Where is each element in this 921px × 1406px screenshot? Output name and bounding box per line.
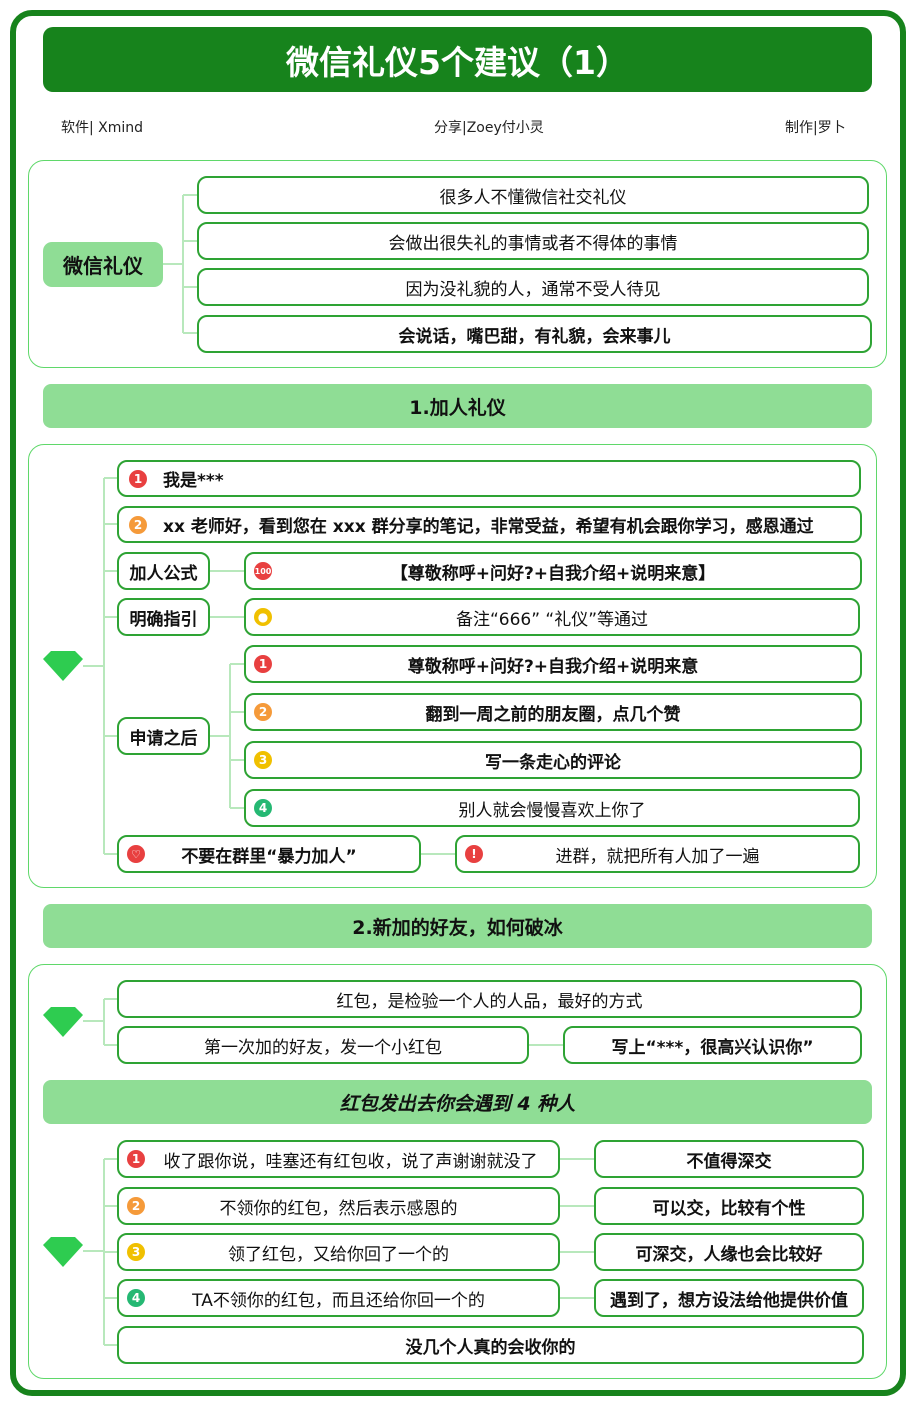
verdict: 不值得深交	[594, 1140, 864, 1178]
item-text: xx 老师好，看到您在 xxx 群分享的笔记，非常受益，希望有机会跟你学习，感恩…	[163, 517, 814, 537]
item-text: 翻到一周之前的朋友圈，点几个赞	[425, 704, 681, 725]
item-text: TA不领你的红包，而且还给你回一个的	[192, 1290, 485, 1311]
dont-node: ♡ 不要在群里“暴力加人”	[117, 835, 421, 873]
person-type: 2 不领你的红包，然后表示感恩的	[117, 1187, 560, 1225]
guide-label: 明确指引	[117, 598, 210, 636]
diamond-icon	[43, 1237, 83, 1267]
dont-detail-node: ! 进群，就把所有人加了一遍	[455, 835, 860, 873]
item-text: 写一条走心的评论	[485, 752, 621, 773]
outer-frame	[10, 10, 906, 1396]
section2-header: 2.新加的好友，如何破冰	[43, 904, 872, 948]
credit-software: 软件| Xmind	[61, 120, 144, 136]
intro-item: 很多人不懂微信社交礼仪	[197, 176, 869, 214]
item-text: 收了跟你说，哇塞还有红包收，说了声谢谢就没了	[163, 1151, 538, 1172]
after-label: 申请之后	[117, 717, 210, 755]
item-text: 【尊敬称呼+问好?+自我介绍+说明来意】	[390, 563, 716, 584]
section2-panel	[28, 964, 887, 1379]
number-3-icon: 3	[254, 751, 272, 769]
list-item: 第一次加的好友，发一个小红包	[117, 1026, 529, 1064]
person-type: 3 领了红包，又给你回了一个的	[117, 1233, 560, 1271]
lightbulb-icon: ●	[254, 608, 272, 626]
list-item: 1 我是***	[117, 460, 861, 497]
number-4-icon: 4	[127, 1289, 145, 1307]
number-1-icon: 1	[129, 469, 147, 488]
after-step: 2 翻到一周之前的朋友圈，点几个赞	[244, 693, 862, 731]
credit-share: 分享|Zoey付小灵	[434, 120, 544, 136]
after-step: 3 写一条走心的评论	[244, 741, 862, 779]
number-1-icon: 1	[254, 655, 272, 673]
item-text: 尊敬称呼+问好?+自我介绍+说明来意	[407, 656, 699, 677]
item-text: 备注“666” “礼仪”等通过	[455, 609, 649, 630]
intro-item: 因为没礼貌的人，通常不受人待见	[197, 268, 869, 306]
diamond-icon	[43, 651, 83, 681]
diamond-icon	[43, 1007, 83, 1037]
verdict: 可以交，比较有个性	[594, 1187, 864, 1225]
section1-panel	[28, 444, 877, 888]
number-2-icon: 2	[254, 703, 272, 721]
person-type: 4 TA不领你的红包，而且还给你回一个的	[117, 1279, 560, 1317]
item-text: 我是***	[163, 471, 224, 491]
verdict: 遇到了，想方设法给他提供价值	[594, 1279, 864, 1317]
heart-icon: ♡	[127, 845, 145, 863]
section3-header: 红包发出去你会遇到 4 种人	[43, 1080, 872, 1124]
number-1-icon: 1	[127, 1150, 145, 1168]
item-text: 不要在群里“暴力加人”	[181, 846, 357, 867]
number-3-icon: 3	[127, 1243, 145, 1261]
guide-node: ● 备注“666” “礼仪”等通过	[244, 598, 860, 636]
number-4-icon: 4	[254, 799, 272, 817]
item-text: 领了红包，又给你回了一个的	[228, 1244, 449, 1265]
item-text: 进群，就把所有人加了一遍	[555, 846, 760, 867]
exclamation-icon: !	[465, 845, 483, 863]
after-step: 4 别人就会慢慢喜欢上你了	[244, 789, 860, 827]
intro-item: 会做出很失礼的事情或者不得体的事情	[197, 222, 869, 260]
person-type: 1 收了跟你说，哇塞还有红包收，说了声谢谢就没了	[117, 1140, 560, 1178]
list-item-note: 写上“***，很高兴认识你”	[563, 1026, 862, 1064]
list-item: 红包，是检验一个人的人品，最好的方式	[117, 980, 862, 1018]
hundred-icon: 100	[254, 562, 272, 580]
verdict: 可深交，人缘也会比较好	[594, 1233, 864, 1271]
list-item: 2 xx 老师好，看到您在 xxx 群分享的笔记，非常受益，希望有机会跟你学习，感…	[117, 506, 862, 543]
number-2-icon: 2	[129, 515, 147, 534]
credit-author: 制作|罗卜	[785, 120, 846, 136]
intro-panel	[28, 160, 887, 368]
formula-label: 加人公式	[117, 552, 210, 590]
number-2-icon: 2	[127, 1197, 145, 1215]
summary-node: 没几个人真的会收你的	[117, 1326, 864, 1364]
intro-topic: 微信礼仪	[43, 242, 163, 287]
section1-header: 1.加人礼仪	[43, 384, 872, 428]
page-title: 微信礼仪5个建议（1）	[43, 27, 872, 92]
after-step: 1 尊敬称呼+问好?+自我介绍+说明来意	[244, 645, 862, 683]
intro-item: 会说话，嘴巴甜，有礼貌，会来事儿	[197, 315, 872, 353]
item-text: 别人就会慢慢喜欢上你了	[458, 800, 646, 821]
item-text: 不领你的红包，然后表示感恩的	[219, 1198, 458, 1219]
formula-node: 100 【尊敬称呼+问好?+自我介绍+说明来意】	[244, 552, 862, 590]
